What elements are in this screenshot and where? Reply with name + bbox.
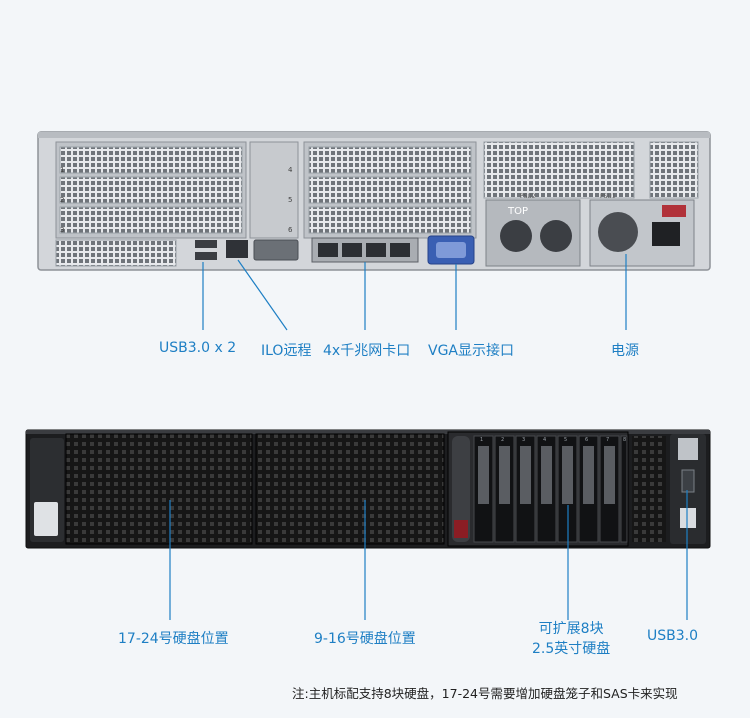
rear-leader-lines [202,254,627,331]
ilo-port [226,240,248,258]
label-bays-17-24: 17-24号硬盘位置 [118,631,229,647]
footnote: 注:主机标配支持8块硬盘，17-24号需要增加硬盘笼子和SAS卡来实现 [292,686,678,701]
label-expand-line2: 2.5英寸硬盘 [532,641,611,657]
label-ilo: ILO远程 [261,343,312,359]
slot-id-1: 1 [60,166,64,174]
label-vga: VGA显示接口 [428,343,515,359]
bay-id-3: 3 [522,437,525,443]
top-mark: TOP [507,206,528,217]
label-front-usb: USB3.0 [647,628,699,644]
bays-9-16-cover [255,433,445,545]
bay-id-4: 4 [543,437,546,443]
label-expand-line1: 可扩展8块 [538,621,604,637]
bay-id-6: 6 [585,437,588,443]
front-usb-port [681,469,695,493]
label-power: 电源 [611,343,639,359]
bay-id-8: 8 [623,437,626,443]
rear-usb-port-2 [195,252,217,260]
bay-id-2: 2 [501,437,504,443]
psu1-mark: PSU1 [600,193,616,200]
bay-id-1: 1 [480,437,483,443]
front-panel: 1 2 3 4 5 6 7 8 [25,429,711,549]
front-leader-lines [169,490,688,620]
slot-id-5: 5 [288,196,292,204]
psu2-mark: PSU2 [520,193,536,200]
label-rear-usb: USB3.0 x 2 [159,340,237,356]
rear-usb-port-1 [195,240,217,248]
rear-panel: TOP PSU2 PSU1 1 2 3 4 5 6 [37,131,711,271]
label-bays-9-16: 9-16号硬盘位置 [314,631,416,647]
label-nic: 4x千兆网卡口 [323,343,411,359]
slot-id-4: 4 [288,166,293,174]
label-expand-bays: 可扩展8块 2.5英寸硬盘 [532,619,610,659]
slot-id-6: 6 [288,226,293,234]
bays-17-24-cover [65,433,253,545]
bay-id-5: 5 [564,437,567,443]
slot-id-2: 2 [60,196,64,204]
bay-id-7: 7 [606,437,609,443]
slot-id-3: 3 [60,226,64,234]
